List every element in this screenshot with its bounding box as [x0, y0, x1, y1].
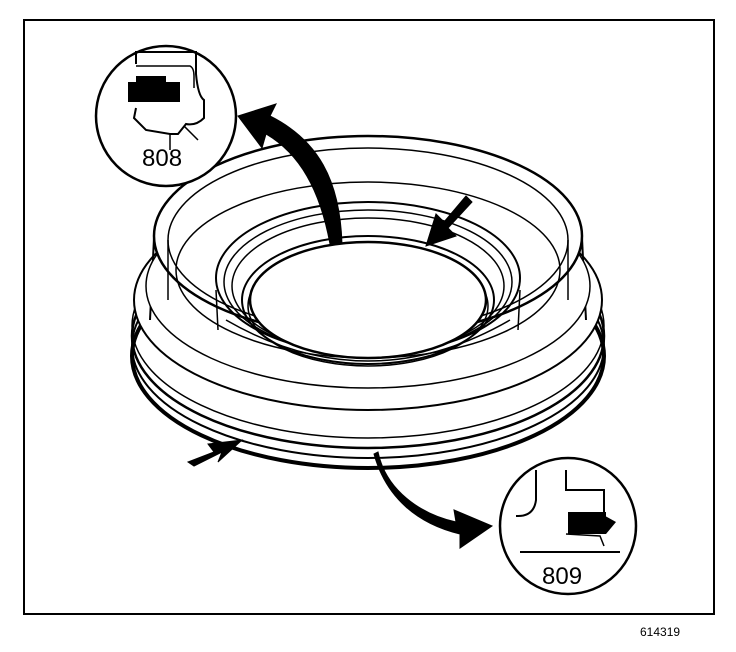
curved-arrow-down	[373, 451, 494, 549]
detail-label-808: 808	[142, 145, 182, 172]
figure-frame	[23, 19, 715, 615]
pointer-arrow-flange	[186, 439, 244, 467]
detail-label-809: 809	[542, 563, 582, 590]
pointer-arrow-lip	[425, 195, 473, 247]
arrows	[186, 103, 494, 549]
detail-circle-808: 808	[94, 44, 238, 188]
seal-ring	[130, 134, 606, 470]
detail-circle-809: 809	[498, 456, 638, 596]
curved-arrow-up	[237, 103, 343, 245]
figure-reference-code: 614319	[640, 625, 680, 639]
